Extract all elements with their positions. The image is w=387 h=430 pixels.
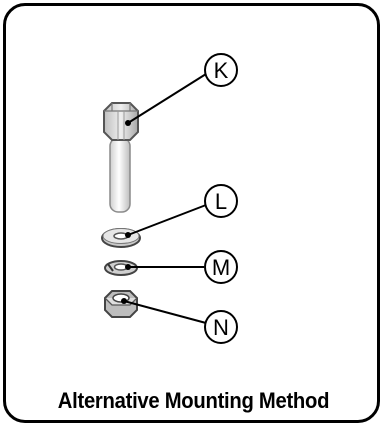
leader-dot-k bbox=[125, 120, 131, 126]
callout-n-label: N bbox=[213, 315, 229, 340]
leader-line-n bbox=[123, 300, 207, 324]
hex-bolt bbox=[103, 102, 139, 213]
callout-k-label: K bbox=[214, 58, 229, 83]
callout-l: L bbox=[204, 184, 238, 218]
leader-dot-l bbox=[125, 232, 131, 238]
callout-n: N bbox=[204, 310, 238, 344]
leader-line-l bbox=[127, 204, 207, 236]
callout-l-label: L bbox=[215, 189, 227, 214]
callout-m: M bbox=[204, 250, 238, 284]
caption: Alternative Mounting Method bbox=[57, 388, 330, 413]
leader-line-k bbox=[127, 73, 207, 124]
illustration-frame bbox=[3, 3, 380, 423]
callout-k: K bbox=[204, 53, 238, 87]
leader-dot-m bbox=[125, 264, 131, 270]
flat-washer bbox=[101, 228, 141, 248]
callout-m-label: M bbox=[212, 255, 230, 280]
leader-dot-n bbox=[121, 298, 127, 304]
